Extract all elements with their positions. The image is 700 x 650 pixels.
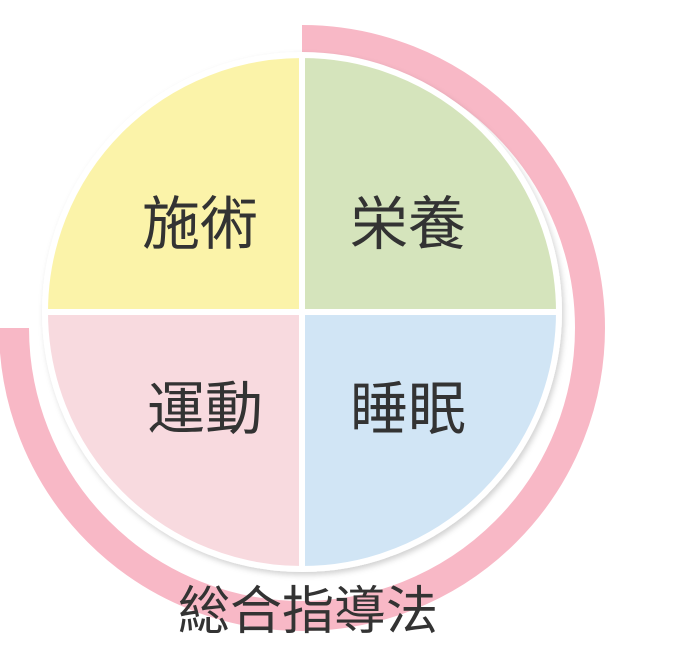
- quadrant-label-sleep: 睡眠: [350, 375, 466, 443]
- quadrant-top-right: [299, 52, 562, 315]
- quadrant-bottom-left: [42, 309, 305, 572]
- quadrant-label-nutrition: 栄養: [350, 190, 466, 258]
- quadrant-label-exercise: 運動: [147, 375, 263, 443]
- quadrant-top-left: [42, 52, 305, 315]
- quadrant-label-treatment: 施術: [142, 190, 258, 258]
- quadrant-bottom-right: [299, 309, 562, 572]
- outer-pink-ring: [0, 25, 605, 631]
- diagram-caption: 総合指導法: [178, 582, 438, 642]
- quadrants: [42, 52, 562, 572]
